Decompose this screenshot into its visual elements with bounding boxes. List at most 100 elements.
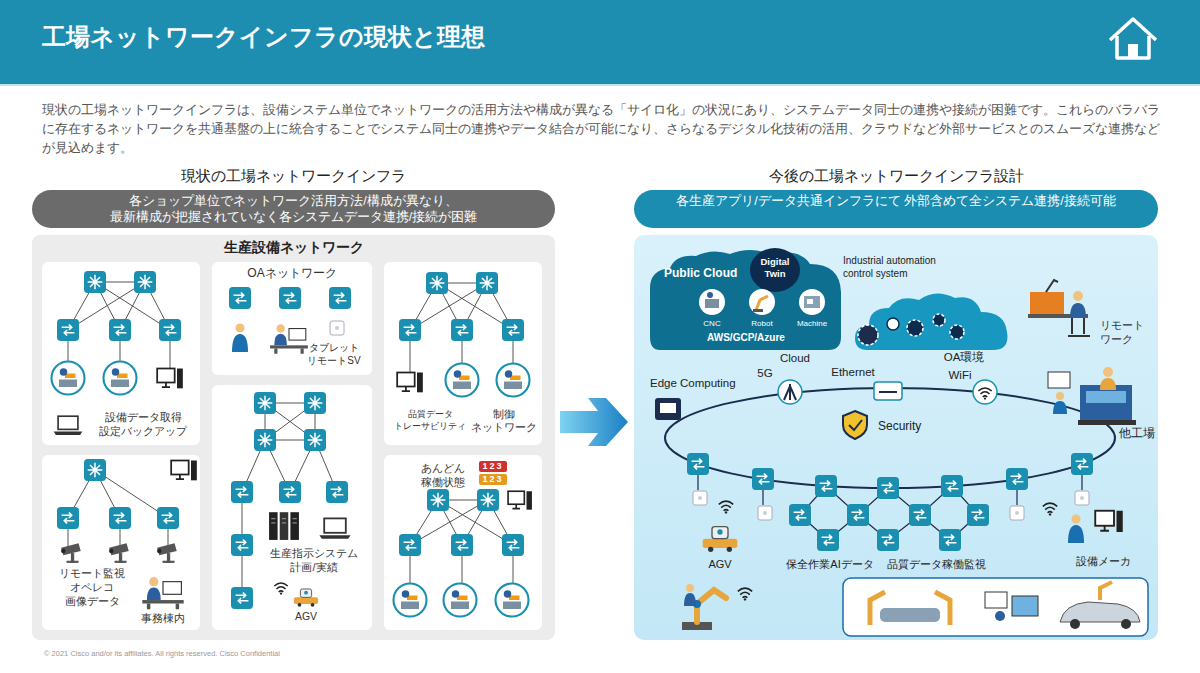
digital-twin-items-part xyxy=(753,309,763,312)
node-heading: 品質データ トレーサビリティ xyxy=(388,408,472,432)
node-heading: Digital Twin xyxy=(750,256,800,280)
digital-twin-items-part xyxy=(705,299,719,308)
transition-arrow-part xyxy=(560,398,628,446)
label: 品質データ稼働監視 xyxy=(872,557,1000,571)
network-wires-part xyxy=(242,403,337,598)
switch-icons-part xyxy=(967,504,989,526)
ring-devices-part xyxy=(879,391,897,393)
switch-icons-part xyxy=(502,534,524,556)
header-bar xyxy=(0,0,1200,86)
cloud-outline xyxy=(650,250,841,350)
node-text: 事務棟内 xyxy=(130,612,196,625)
device-icons-part xyxy=(703,527,738,552)
digital-twin-items-part xyxy=(707,292,713,298)
circle-node: Digital Twin xyxy=(750,248,800,292)
device-icons-part xyxy=(274,583,288,595)
device-icons-part xyxy=(104,362,137,395)
node-heading: Industrial automation control system xyxy=(843,255,957,281)
switch-icons-part xyxy=(231,534,253,556)
robot-arm-part xyxy=(682,622,712,630)
remote-worker-part xyxy=(1073,291,1083,301)
ring-devices-part xyxy=(874,382,902,400)
panel-box: 生産設備ネットワーク設備データ取得 設定バックアップOAネットワークタブレット … xyxy=(32,235,555,640)
remote-worker-part xyxy=(1028,314,1088,318)
switch-icons-part xyxy=(752,468,774,490)
home-icon-part xyxy=(1117,36,1149,58)
gear-icon xyxy=(858,325,878,345)
other-factory-part xyxy=(1080,385,1132,421)
ring-devices-part xyxy=(655,398,681,420)
switch-icons-part xyxy=(329,287,351,309)
digital-twin-items-part xyxy=(699,289,725,315)
factory-scenes xyxy=(843,578,1148,636)
switch-icons-part xyxy=(254,429,276,451)
digital-twin-items-part xyxy=(749,289,775,315)
ring-devices-part xyxy=(784,384,796,400)
label: CNC xyxy=(694,319,730,329)
cloud-shape xyxy=(855,292,1010,350)
device-icons-part xyxy=(394,584,427,617)
node-text: 各生産アプリ/データ共通インフラにて 外部含めて全システム連携/接続可能 xyxy=(634,193,1158,209)
label: AGV xyxy=(698,557,742,571)
label: 123 xyxy=(479,461,507,472)
device-icons-part xyxy=(1043,503,1057,515)
label: 保全作業AIデータ xyxy=(776,557,884,571)
device-icons-part xyxy=(109,543,129,563)
digital-twin-items xyxy=(699,289,825,315)
remote-worker xyxy=(1028,280,1090,336)
ring-devices-part xyxy=(978,388,992,400)
digital-twin-items-part xyxy=(799,289,825,315)
remote-worker-part xyxy=(1046,280,1058,292)
robot-arm-part xyxy=(684,593,696,606)
device-icons-part xyxy=(496,584,529,617)
panel-box: OAネットワークタブレット リモートSV xyxy=(212,262,372,375)
digital-twin-items-part xyxy=(756,296,768,310)
node-heading: 今後の工場ネットワークインフラ設計 xyxy=(634,166,1158,185)
switch-icons-part xyxy=(939,529,961,551)
panel-box: 設備データ取得 設定バックアップ xyxy=(42,262,200,445)
switch-icons-part xyxy=(304,429,326,451)
label: 設備メーカ xyxy=(1064,554,1142,568)
digital-twin-items-part xyxy=(804,296,820,308)
device-icons-part xyxy=(171,461,197,481)
node-heading: 現状の工場ネットワークインフラ xyxy=(32,166,555,185)
device-icons-part xyxy=(497,364,530,397)
device-icons-part xyxy=(508,491,532,509)
panel-box: 品質データ トレーサビリティ制御 ネットワーク xyxy=(384,262,542,445)
gear-icon xyxy=(887,318,899,330)
switch-icons-part xyxy=(57,319,79,341)
remote-worker-part xyxy=(1070,303,1086,318)
label: 他工場 xyxy=(1119,426,1159,441)
factory-scenes-part xyxy=(1060,602,1140,622)
label: Security xyxy=(878,419,950,434)
node-text: 制御 ネットワーク xyxy=(470,408,538,435)
device-icons-part xyxy=(446,364,479,397)
node-heading: 生産指示システム 計画/実績 xyxy=(258,546,370,574)
factory-scenes-part xyxy=(843,578,1148,636)
home-icon xyxy=(1110,19,1156,58)
switch-icons-part xyxy=(231,587,253,609)
network-wires-part xyxy=(68,282,170,378)
factory-scenes-part xyxy=(870,592,950,625)
factory-scenes-part xyxy=(1012,596,1038,616)
switch-icons-part xyxy=(57,507,79,529)
label: Machine xyxy=(788,319,836,329)
device-icons-part xyxy=(397,373,423,393)
cloud-node: Public CloudAWS/GCP/AzureDigital Twin xyxy=(650,248,842,350)
switch-icons-part xyxy=(687,453,709,475)
switch-icons-part xyxy=(451,534,473,556)
device-icons-part xyxy=(330,321,344,335)
cloud-node: Industrial automation control system xyxy=(855,292,1010,350)
device-icons-part xyxy=(719,501,733,513)
cloud-outline xyxy=(855,293,1007,350)
remote-worker-part xyxy=(1030,292,1064,314)
switch-icons-part xyxy=(426,272,448,294)
factory-scenes-part xyxy=(1121,619,1131,629)
node-text: AWS/GCP/Azure xyxy=(690,332,802,345)
switch-icons xyxy=(57,271,1093,609)
switch-icons-part xyxy=(877,529,899,551)
node-text: タブレット リモートSV xyxy=(298,342,370,368)
switch-icons-part xyxy=(304,392,326,414)
device-icons-part xyxy=(1075,491,1089,505)
switch-icons-part xyxy=(1071,453,1093,475)
